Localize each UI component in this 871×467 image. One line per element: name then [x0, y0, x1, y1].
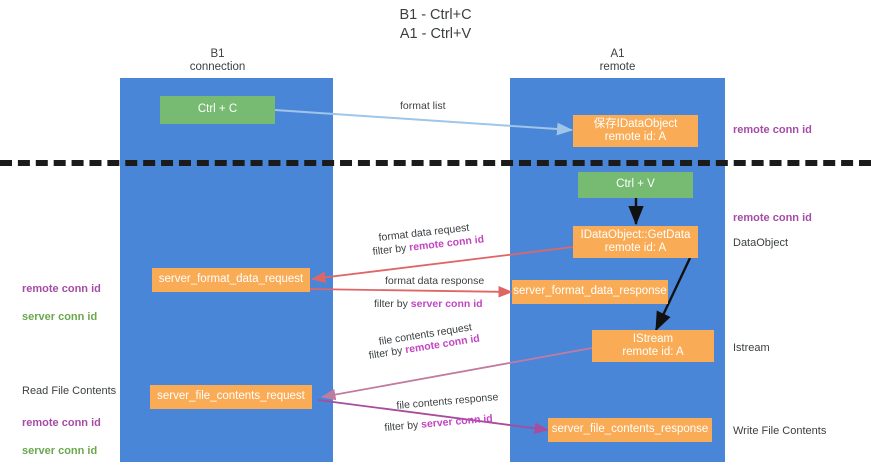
node-idataobject-getdata[interactable]: IDataObject::GetData remote id: A: [573, 226, 698, 258]
edge-label-format-data-response: format data response: [385, 275, 485, 287]
side-label-remote-conn-id: remote conn id: [22, 417, 101, 429]
node-save-idataobject-label: 保存IDataObject remote id: A: [593, 117, 678, 144]
side-label-conn-ids-low: remote conn id server conn id: [22, 402, 101, 467]
filter-prefix: filter by: [372, 241, 410, 258]
node-server-file-contents-response-label: server_file_contents_response: [551, 423, 709, 436]
node-idataobject-getdata-label: IDataObject::GetData remote id: A: [580, 228, 691, 255]
node-server-format-data-response-label: server_format_data_response: [513, 285, 667, 298]
side-label-server-conn-id: server conn id: [22, 445, 98, 457]
side-label-dataobject: DataObject: [733, 237, 789, 249]
edge-label-file-contents-response: file contents response: [396, 391, 499, 413]
node-ctrl-c-label: Ctrl + C: [197, 103, 238, 116]
edge-label-file-contents-response-text: file contents response: [396, 391, 499, 412]
side-label-remote-conn-id: remote conn id: [22, 283, 101, 295]
filter-prefix: filter by: [368, 344, 407, 362]
side-label-remote-conn-id-mid: remote conn id: [733, 212, 812, 224]
node-ctrl-v[interactable]: Ctrl + V: [578, 172, 693, 198]
side-label-write-file-contents: Write File Contents: [733, 425, 827, 437]
node-ctrl-v-label: Ctrl + V: [616, 178, 655, 191]
side-label-remote-conn-id-top: remote conn id: [733, 124, 812, 136]
side-label-conn-ids-mid: remote conn id server conn id: [22, 268, 101, 338]
node-ctrl-c[interactable]: Ctrl + C: [160, 96, 275, 124]
page-title: B1 - Ctrl+C A1 - Ctrl+V: [399, 7, 472, 42]
edge-label-format-list: format list: [400, 100, 446, 112]
edge-label-file-contents-response-filter: filter by server conn id: [384, 413, 493, 435]
filter-key-server-conn-id: server conn id: [420, 412, 494, 431]
edge-label-format-data-response-filter: filter by server conn id: [374, 298, 483, 311]
node-istream-label: IStream remote id: A: [622, 332, 684, 359]
node-save-idataobject[interactable]: 保存IDataObject remote id: A: [573, 115, 698, 147]
node-server-file-contents-request[interactable]: server_file_contents_request: [150, 385, 312, 409]
node-server-file-contents-request-label: server_file_contents_request: [157, 390, 305, 403]
node-server-format-data-request[interactable]: server_format_data_request: [152, 268, 310, 292]
side-label-istream: Istream: [733, 342, 770, 354]
node-istream[interactable]: IStream remote id: A: [592, 330, 714, 362]
lane-header-b1: B1 connection: [189, 48, 246, 73]
filter-prefix: filter by: [374, 298, 411, 310]
lane-header-a1: A1 remote: [599, 48, 636, 73]
edge-format-data-response: [307, 286, 513, 298]
node-server-format-data-response[interactable]: server_format_data_response: [512, 280, 668, 304]
side-label-read-file-contents: Read File Contents: [22, 385, 117, 397]
node-server-format-data-request-label: server_format_data_request: [158, 273, 304, 286]
node-server-file-contents-response[interactable]: server_file_contents_response: [548, 418, 712, 442]
filter-key-server-conn-id: server conn id: [410, 298, 483, 310]
phase-divider: [0, 160, 871, 166]
side-label-server-conn-id: server conn id: [22, 311, 98, 323]
filter-prefix: filter by: [384, 418, 422, 434]
